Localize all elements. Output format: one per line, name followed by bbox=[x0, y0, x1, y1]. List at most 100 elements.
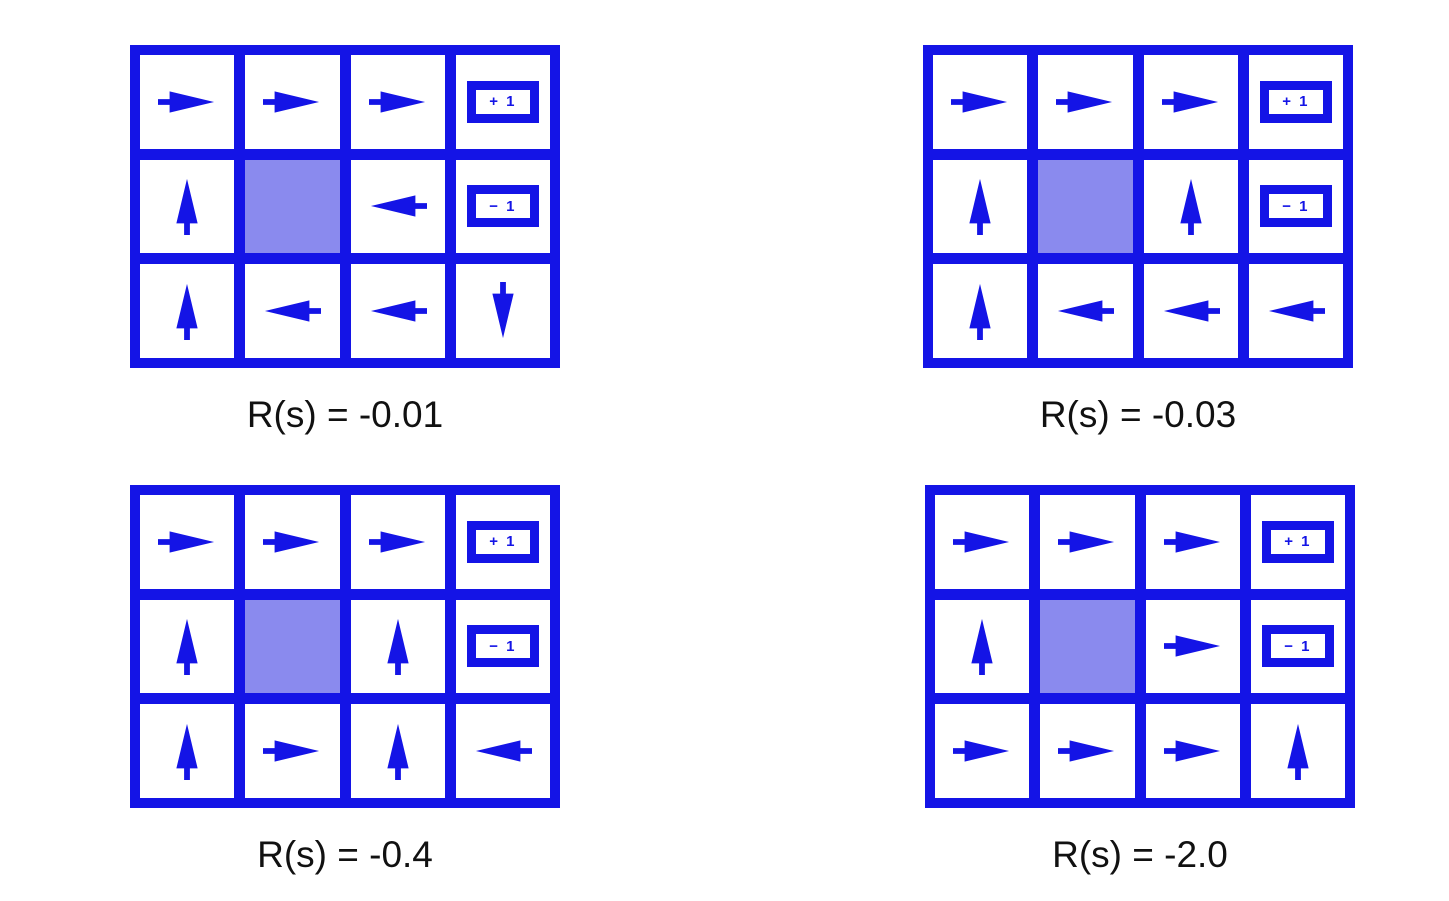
policy-cell-1-0 bbox=[140, 599, 235, 694]
panel-reward-0.01: + 1 − 1 R(s) = -0.01 bbox=[130, 45, 560, 436]
arrow-right-icon bbox=[953, 740, 1010, 762]
terminal-label: + 1 bbox=[1284, 533, 1312, 551]
terminal-cell-plus-one: + 1 bbox=[455, 55, 550, 149]
policy-cell-1-0 bbox=[933, 159, 1028, 254]
terminal-label: + 1 bbox=[1282, 93, 1310, 111]
terminal-label: − 1 bbox=[1282, 197, 1310, 215]
policy-cell-0-1 bbox=[245, 495, 340, 589]
reward-label: R(s) = -0.4 bbox=[257, 834, 433, 875]
policy-cell-2-1 bbox=[245, 704, 340, 798]
policy-cell-0-2 bbox=[350, 495, 445, 589]
arrow-left-icon bbox=[1163, 300, 1220, 322]
policy-cell-1-2 bbox=[350, 159, 445, 254]
terminal-label: − 1 bbox=[1284, 637, 1312, 655]
terminal-cell-plus-one: + 1 bbox=[1250, 495, 1345, 589]
arrow-up-icon bbox=[176, 284, 198, 341]
arrow-up-icon bbox=[176, 619, 198, 676]
wall-cell bbox=[1038, 159, 1133, 254]
arrow-left-icon bbox=[475, 740, 532, 762]
policy-cell-0-1 bbox=[1040, 495, 1135, 589]
arrow-up-icon bbox=[386, 724, 409, 781]
arrow-right-icon bbox=[951, 91, 1008, 113]
policy-cell-2-0 bbox=[935, 704, 1030, 798]
panel-reward-0.4: + 1 − 1 R(s) = -0.4 bbox=[130, 485, 560, 876]
arrow-right-icon bbox=[368, 531, 425, 553]
wall-cell bbox=[245, 159, 340, 254]
reward-label: R(s) = -0.01 bbox=[246, 394, 444, 435]
plus-one-terminal-box: + 1 bbox=[466, 80, 539, 123]
arrow-up-icon bbox=[176, 724, 198, 781]
policy-cell-0-2 bbox=[1145, 495, 1240, 589]
policy-cell-0-0 bbox=[933, 55, 1028, 149]
policy-cell-0-0 bbox=[140, 495, 235, 589]
arrow-right-icon bbox=[1163, 740, 1220, 762]
gridworld-policy-grid: + 1 − 1 bbox=[923, 45, 1353, 368]
policy-cell-2-1 bbox=[1040, 704, 1135, 798]
arrow-right-icon bbox=[1058, 740, 1115, 762]
reward-label: R(s) = -0.03 bbox=[1039, 394, 1237, 435]
arrow-up-icon bbox=[1179, 179, 1202, 236]
minus-one-terminal-box: − 1 bbox=[1259, 185, 1332, 228]
policy-cell-0-1 bbox=[245, 55, 340, 149]
arrow-right-icon bbox=[1163, 635, 1220, 658]
policy-cell-2-0 bbox=[933, 264, 1028, 358]
arrow-right-icon bbox=[158, 531, 215, 553]
policy-cell-2-3 bbox=[455, 264, 550, 358]
policy-cell-2-2 bbox=[350, 704, 445, 798]
arrow-right-icon bbox=[1161, 91, 1218, 113]
policy-cell-2-3 bbox=[1250, 704, 1345, 798]
minus-one-terminal-box: − 1 bbox=[466, 625, 539, 668]
policy-cell-2-3 bbox=[455, 704, 550, 798]
terminal-label: + 1 bbox=[489, 93, 517, 111]
plus-one-terminal-box: + 1 bbox=[1261, 520, 1334, 563]
arrow-left-icon bbox=[1268, 300, 1325, 322]
arrow-left-icon bbox=[370, 195, 427, 218]
terminal-label: − 1 bbox=[489, 637, 517, 655]
policy-cell-0-2 bbox=[1143, 55, 1238, 149]
arrow-right-icon bbox=[1056, 91, 1113, 113]
policy-cell-2-0 bbox=[140, 264, 235, 358]
panel-reward-2.0: + 1 − 1 R(s) = -2.0 bbox=[925, 485, 1355, 876]
arrow-up-icon bbox=[969, 284, 991, 341]
policy-cell-1-0 bbox=[935, 599, 1030, 694]
policy-cell-1-0 bbox=[140, 159, 235, 254]
policy-cell-2-3 bbox=[1248, 264, 1343, 358]
arrow-up-icon bbox=[969, 179, 991, 236]
arrow-right-icon bbox=[263, 740, 320, 762]
policy-cell-0-2 bbox=[350, 55, 445, 149]
minus-one-terminal-box: − 1 bbox=[466, 185, 539, 228]
minus-one-terminal-box: − 1 bbox=[1261, 625, 1334, 668]
arrow-up-icon bbox=[1287, 724, 1309, 781]
policy-cell-1-2 bbox=[1143, 159, 1238, 254]
gridworld-policy-grid: + 1 − 1 bbox=[130, 485, 560, 808]
policy-cell-2-1 bbox=[1038, 264, 1133, 358]
terminal-cell-minus-one: − 1 bbox=[455, 599, 550, 694]
arrow-down-icon bbox=[492, 282, 514, 339]
policy-cell-0-0 bbox=[935, 495, 1030, 589]
arrow-right-icon bbox=[263, 531, 320, 553]
terminal-cell-plus-one: + 1 bbox=[455, 495, 550, 589]
policy-cell-2-0 bbox=[140, 704, 235, 798]
arrow-up-icon bbox=[971, 619, 993, 676]
arrow-left-icon bbox=[1058, 300, 1115, 322]
panel-reward-0.03: + 1 − 1 R(s) = -0.03 bbox=[923, 45, 1353, 436]
wall-cell bbox=[245, 599, 340, 694]
arrow-right-icon bbox=[1163, 531, 1220, 553]
terminal-label: + 1 bbox=[489, 533, 517, 551]
arrow-left-icon bbox=[265, 300, 322, 322]
policy-cell-0-0 bbox=[140, 55, 235, 149]
plus-one-terminal-box: + 1 bbox=[1259, 80, 1332, 123]
arrow-right-icon bbox=[263, 91, 320, 113]
arrow-right-icon bbox=[1058, 531, 1115, 553]
arrow-right-icon bbox=[953, 531, 1010, 553]
policy-cell-2-2 bbox=[1143, 264, 1238, 358]
gridworld-policy-grid: + 1 − 1 bbox=[925, 485, 1355, 808]
terminal-cell-plus-one: + 1 bbox=[1248, 55, 1343, 149]
plus-one-terminal-box: + 1 bbox=[466, 520, 539, 563]
policy-cell-1-2 bbox=[350, 599, 445, 694]
arrow-up-icon bbox=[386, 619, 409, 676]
policy-cell-2-2 bbox=[350, 264, 445, 358]
arrow-right-icon bbox=[368, 91, 425, 113]
reward-label: R(s) = -2.0 bbox=[1052, 834, 1228, 875]
policy-cell-2-1 bbox=[245, 264, 340, 358]
